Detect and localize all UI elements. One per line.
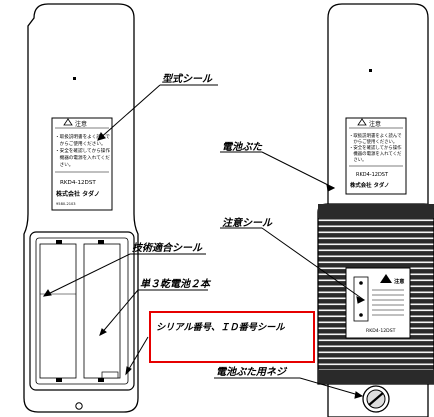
left-bottom-hole <box>75 402 83 410</box>
battery-cover-screw <box>362 385 390 413</box>
right-speaker-hole <box>369 69 372 72</box>
front-label-line-1: ・取扱説明書をよく読んで <box>55 133 110 140</box>
rear-label-company: 株式会社 タダノ <box>350 181 389 189</box>
warning-label-model: RKD4-12DST <box>366 328 396 334</box>
rear-warning-label: 注意 RKD4-12DST <box>345 267 411 339</box>
leader-lines <box>42 84 366 399</box>
callout-caution-seal: 注意シール <box>222 217 273 229</box>
rear-label-model: RKD4-12DST <box>356 172 389 178</box>
callout-battery-cover: 電池ぶた <box>222 141 263 153</box>
front-label-model: RKD4-12DST <box>60 180 96 186</box>
front-label-line-3: ・安全を確認してから操作 <box>55 147 110 154</box>
battery-cover: 注意 RKD4-12DST <box>317 203 434 385</box>
rear-label-line-2: からご使用ください。 <box>349 138 397 145</box>
callout-serial-id-seal: シリアル番号、ＩＤ番号シール <box>156 322 285 333</box>
front-caution-label: 注意 ・取扱説明書をよく読んで からご使用ください。 ・安全を確認してから操作 … <box>51 117 113 211</box>
callout-battery-cover-screw: 電池ぶた用ネジ <box>216 366 288 378</box>
front-label-company: 株式会社 タダノ <box>56 190 100 198</box>
rear-caution-label: 注意 ・取扱説明書をよく読んで からご使用ください。 ・安全を確認してから操作 … <box>345 117 407 195</box>
right-unit: 注意 ・取扱説明書をよく読んで からご使用ください。 ・安全を確認してから操作 … <box>317 3 434 417</box>
left-unit: 注意 ・取扱説明書をよく読んで からご使用ください。 ・安全を確認してから操作 … <box>23 3 139 413</box>
callout-model-seal: 型式シール <box>162 73 213 85</box>
battery-compartment <box>29 231 135 391</box>
serial-id-seal-slot <box>101 371 119 379</box>
left-speaker-hole <box>73 77 76 80</box>
rear-label-line-1: ・取扱説明書をよく読んで <box>349 132 402 139</box>
battery-1 <box>39 243 77 379</box>
callout-batteries: 単３乾電池２本 <box>140 278 212 290</box>
callout-tech-conformity-seal: 技術適合シール <box>132 242 203 254</box>
front-label-heading: 注意 <box>75 120 87 128</box>
serial-id-highlight-box <box>149 311 315 363</box>
rear-label-line-5: さい。 <box>349 156 367 163</box>
front-label-code: 9580-2103 <box>56 202 76 206</box>
front-label-line-4: 機器の電源を入れてくだ <box>55 154 110 161</box>
rear-label-heading: 注意 <box>369 120 381 128</box>
rear-label-line-4: 機器の電源を入れてくだ <box>349 150 402 157</box>
front-label-line-2: からご使用ください。 <box>55 140 106 147</box>
rear-label-line-3: ・安全を確認してから操作 <box>349 144 402 151</box>
front-label-line-5: さい。 <box>55 161 73 168</box>
battery-2 <box>83 243 121 379</box>
warning-label-heading: 注意 <box>394 277 404 285</box>
